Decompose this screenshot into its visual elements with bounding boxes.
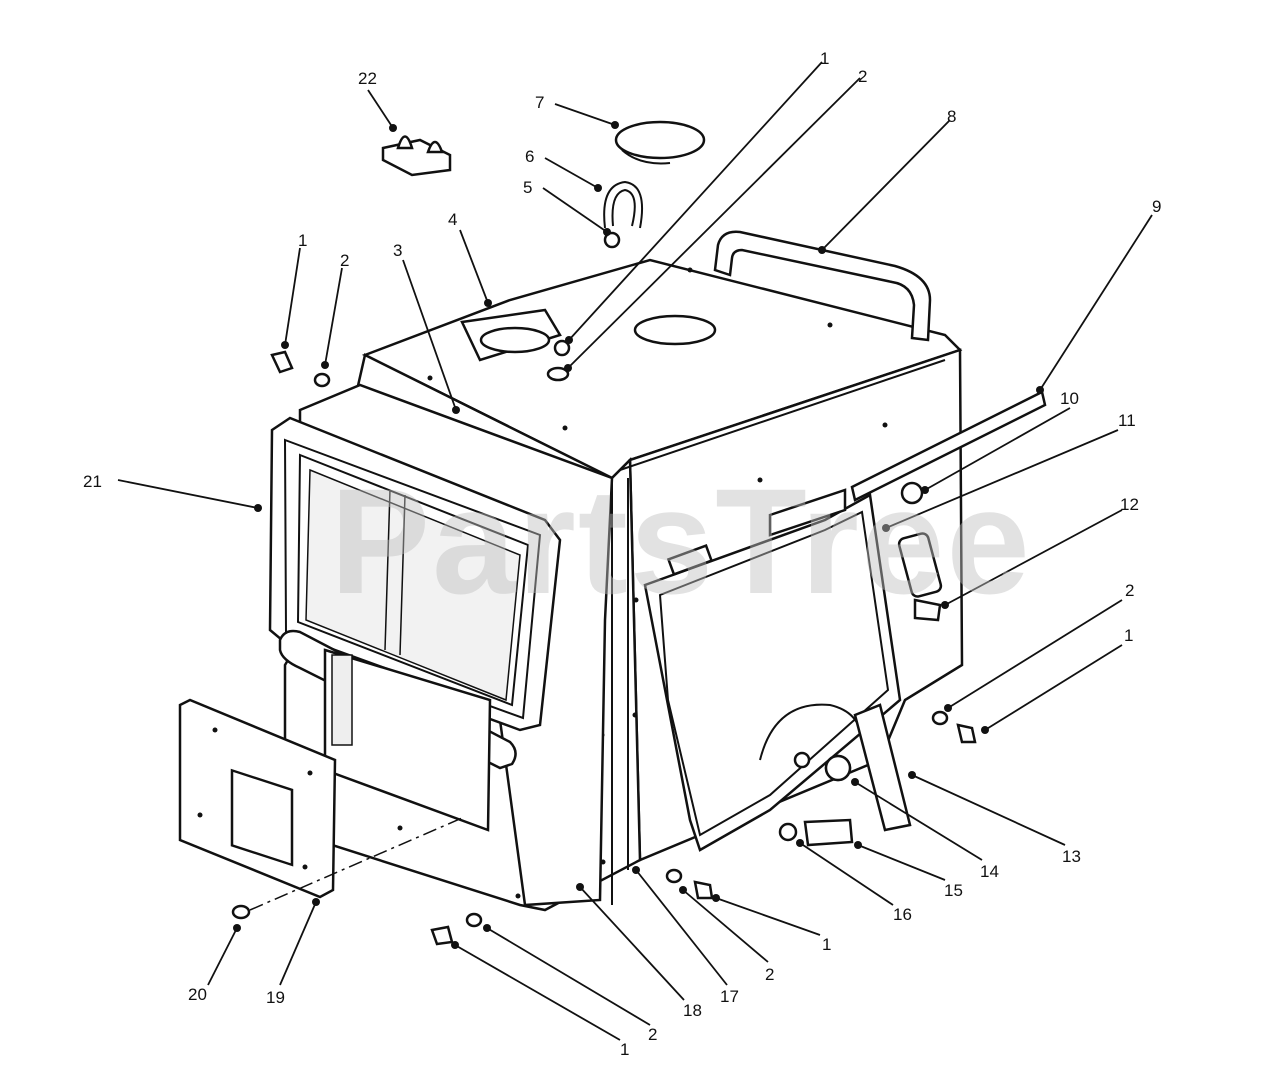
callout-7: 7 [535,93,544,112]
callout-22: 22 [358,69,377,88]
callout-16: 16 [893,905,912,924]
callout-1: 1 [1124,626,1133,645]
callout-14: 14 [980,862,999,881]
callout-8: 8 [947,107,956,126]
callout-12: 12 [1120,495,1139,514]
leader-dots [233,121,1044,949]
callout-6: 6 [525,147,534,166]
hardware [231,120,977,946]
callout-19: 19 [266,988,285,1007]
callout-15: 15 [944,881,963,900]
alignment-line [249,817,463,911]
filter-panel [305,468,521,702]
callout-1: 1 [822,935,831,954]
callout-2: 2 [1125,581,1134,600]
callout-1: 1 [820,49,829,68]
callout-20: 20 [188,985,207,1004]
callout-2: 2 [648,1025,657,1044]
callout-13: 13 [1062,847,1081,866]
callout-4: 4 [448,210,457,229]
callout-17: 17 [720,987,739,1006]
callout-21: 21 [83,472,102,491]
callout-labels: 22 7 6 5 1 2 8 9 10 11 12 4 3 2 1 21 2 1… [83,49,1161,1059]
callout-3: 3 [393,241,402,260]
access-cover-plate [178,698,337,899]
callout-11: 11 [1118,411,1136,430]
callout-5: 5 [523,178,532,197]
callout-18: 18 [683,1001,702,1020]
callout-2: 2 [765,965,774,984]
callout-10: 10 [1060,389,1079,408]
callout-1: 1 [298,231,307,250]
callout-2: 2 [340,251,349,270]
callout-9: 9 [1152,197,1161,216]
callout-2: 2 [858,67,867,86]
leader-lines [117,61,1153,1041]
callout-1: 1 [620,1040,629,1059]
front-window-frame [268,383,614,907]
